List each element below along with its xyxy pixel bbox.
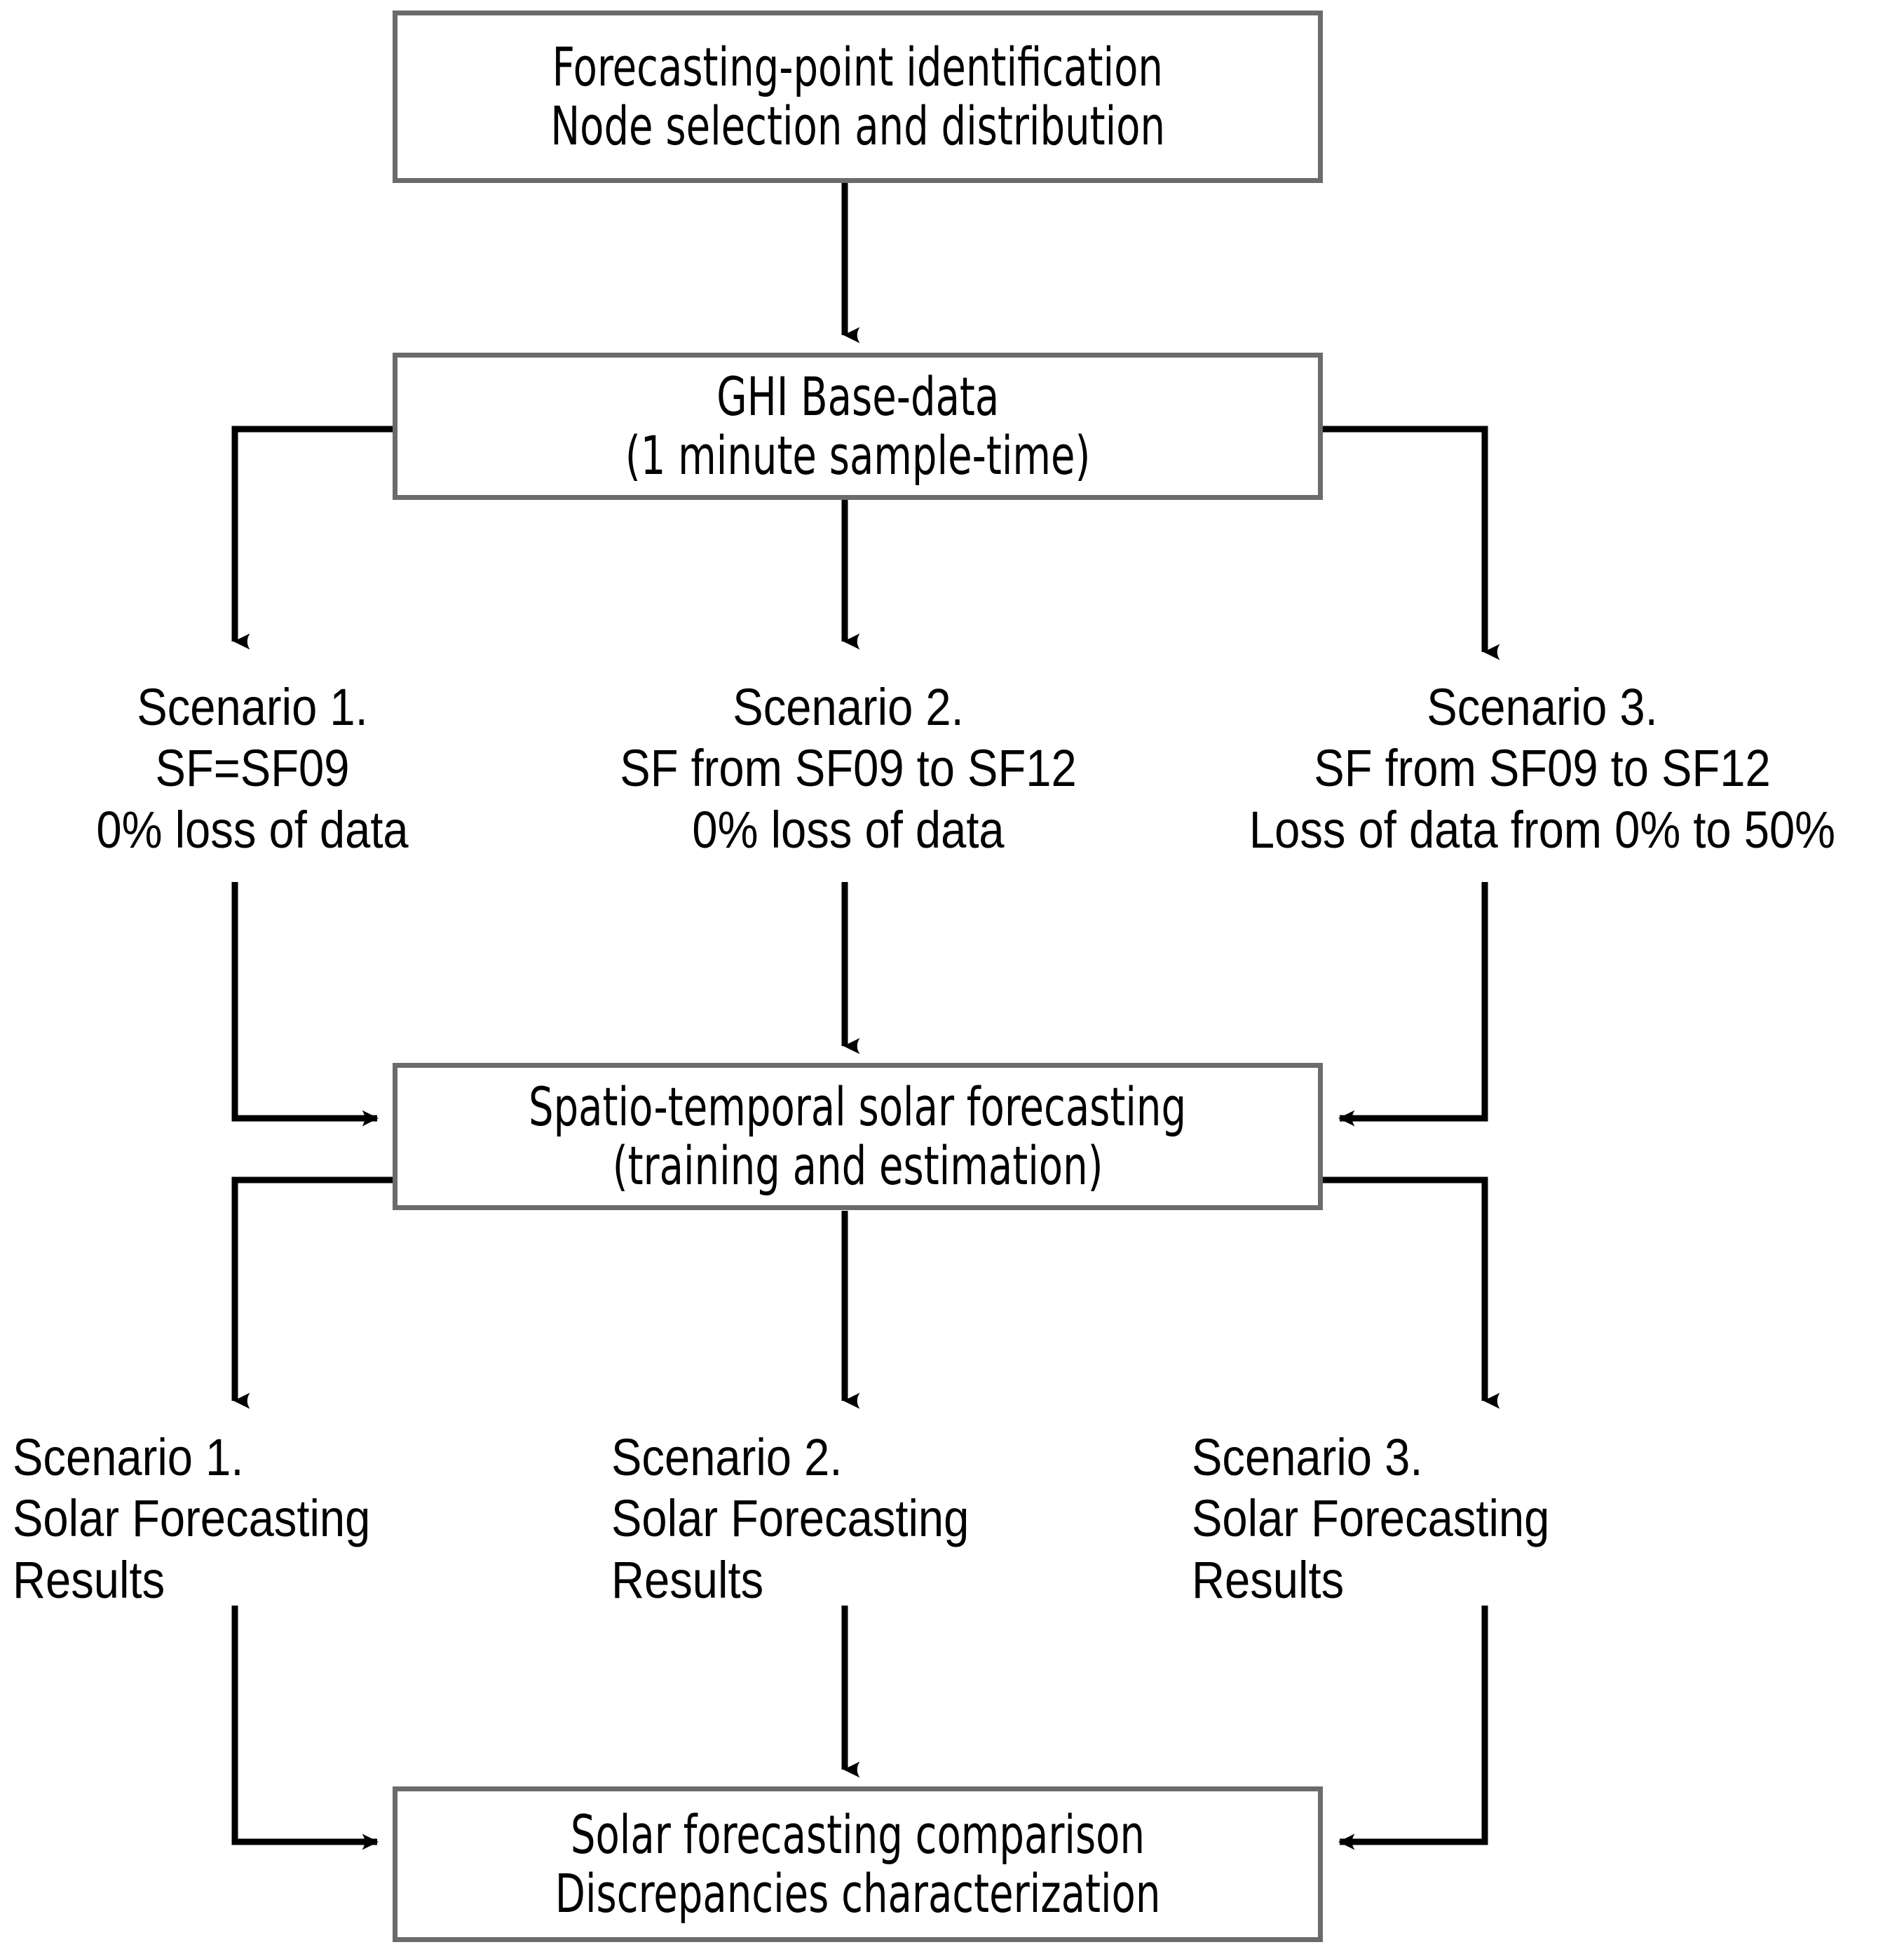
box-identification-line2: Node selection and distribution xyxy=(550,95,1165,157)
box-solar-forecasting-comparison[interactable]: Solar forecasting comparison Discrepanci… xyxy=(393,1786,1323,1942)
scenario-3-description: Scenario 3. SF from SF09 to SF12 Loss of… xyxy=(1192,677,1893,860)
scenario-3-description-line1: Scenario 3. xyxy=(1427,678,1658,736)
scenario-1-results-line1: Scenario 1. xyxy=(13,1428,244,1486)
box-identification-line1: Forecasting-point identification xyxy=(552,36,1164,99)
connector-scenario3-to-forecasting xyxy=(1338,882,1488,1127)
box-spatio-temporal-solar-forecasting[interactable]: Spatio-temporal solar forecasting (train… xyxy=(393,1063,1323,1210)
connector-forecasting-to-result3 xyxy=(1323,1176,1500,1409)
scenario-2-results-line3: Results xyxy=(611,1550,764,1609)
connector-basedata-to-scenario3 xyxy=(1323,426,1500,660)
scenario-1-description-line2: SF=SF09 xyxy=(155,739,350,798)
scenario-3-description-line3: Loss of data from 0% to 50% xyxy=(1249,800,1836,859)
scenario-1-results: Scenario 1. Solar Forecasting Results xyxy=(13,1427,461,1610)
box-comparison-line2: Discrepancies characterization xyxy=(555,1862,1161,1925)
scenario-2-description: Scenario 2. SF from SF09 to SF12 0% loss… xyxy=(533,677,1164,860)
scenario-1-description-line3: 0% loss of data xyxy=(96,800,409,859)
scenario-1-results-line2: Solar Forecasting xyxy=(13,1489,371,1548)
scenario-2-results: Scenario 2. Solar Forecasting Results xyxy=(611,1427,1060,1610)
scenario-2-description-line1: Scenario 2. xyxy=(733,678,964,736)
scenario-1-results-line3: Results xyxy=(13,1550,165,1609)
scenario-3-results-line1: Scenario 3. xyxy=(1192,1428,1423,1486)
scenario-1-description: Scenario 1. SF=SF09 0% loss of data xyxy=(21,677,484,860)
box-ghi-base-data[interactable]: GHI Base-data (1 minute sample-time) xyxy=(393,353,1323,500)
box-basedata-line1: GHI Base-data xyxy=(716,365,1000,428)
scenario-2-description-line2: SF from SF09 to SF12 xyxy=(620,739,1077,798)
connector-result1-to-comparison xyxy=(231,1606,379,1850)
connector-scenario1-to-forecasting xyxy=(231,882,379,1127)
connector-basedata-to-scenario1 xyxy=(231,426,393,650)
scenario-1-description-line1: Scenario 1. xyxy=(137,678,368,736)
connector-result3-to-comparison xyxy=(1338,1606,1488,1850)
box-forecasting-line1: Spatio-temporal solar forecasting xyxy=(529,1076,1187,1139)
scenario-3-results-line2: Solar Forecasting xyxy=(1192,1489,1550,1548)
box-forecasting-point-identification[interactable]: Forecasting-point identification Node se… xyxy=(393,11,1323,183)
scenario-3-description-line2: SF from SF09 to SF12 xyxy=(1314,739,1771,798)
scenario-3-results-line3: Results xyxy=(1192,1550,1345,1609)
scenario-2-results-line2: Solar Forecasting xyxy=(611,1489,970,1548)
box-basedata-line2: (1 minute sample-time) xyxy=(625,424,1091,487)
box-comparison-line1: Solar forecasting comparison xyxy=(570,1803,1145,1866)
scenario-3-results: Scenario 3. Solar Forecasting Results xyxy=(1192,1427,1640,1610)
scenario-2-results-line1: Scenario 2. xyxy=(611,1428,843,1486)
connector-forecasting-to-result1 xyxy=(231,1176,393,1409)
scenario-2-description-line3: 0% loss of data xyxy=(692,800,1005,859)
box-forecasting-line2: (training and estimation) xyxy=(612,1134,1103,1197)
